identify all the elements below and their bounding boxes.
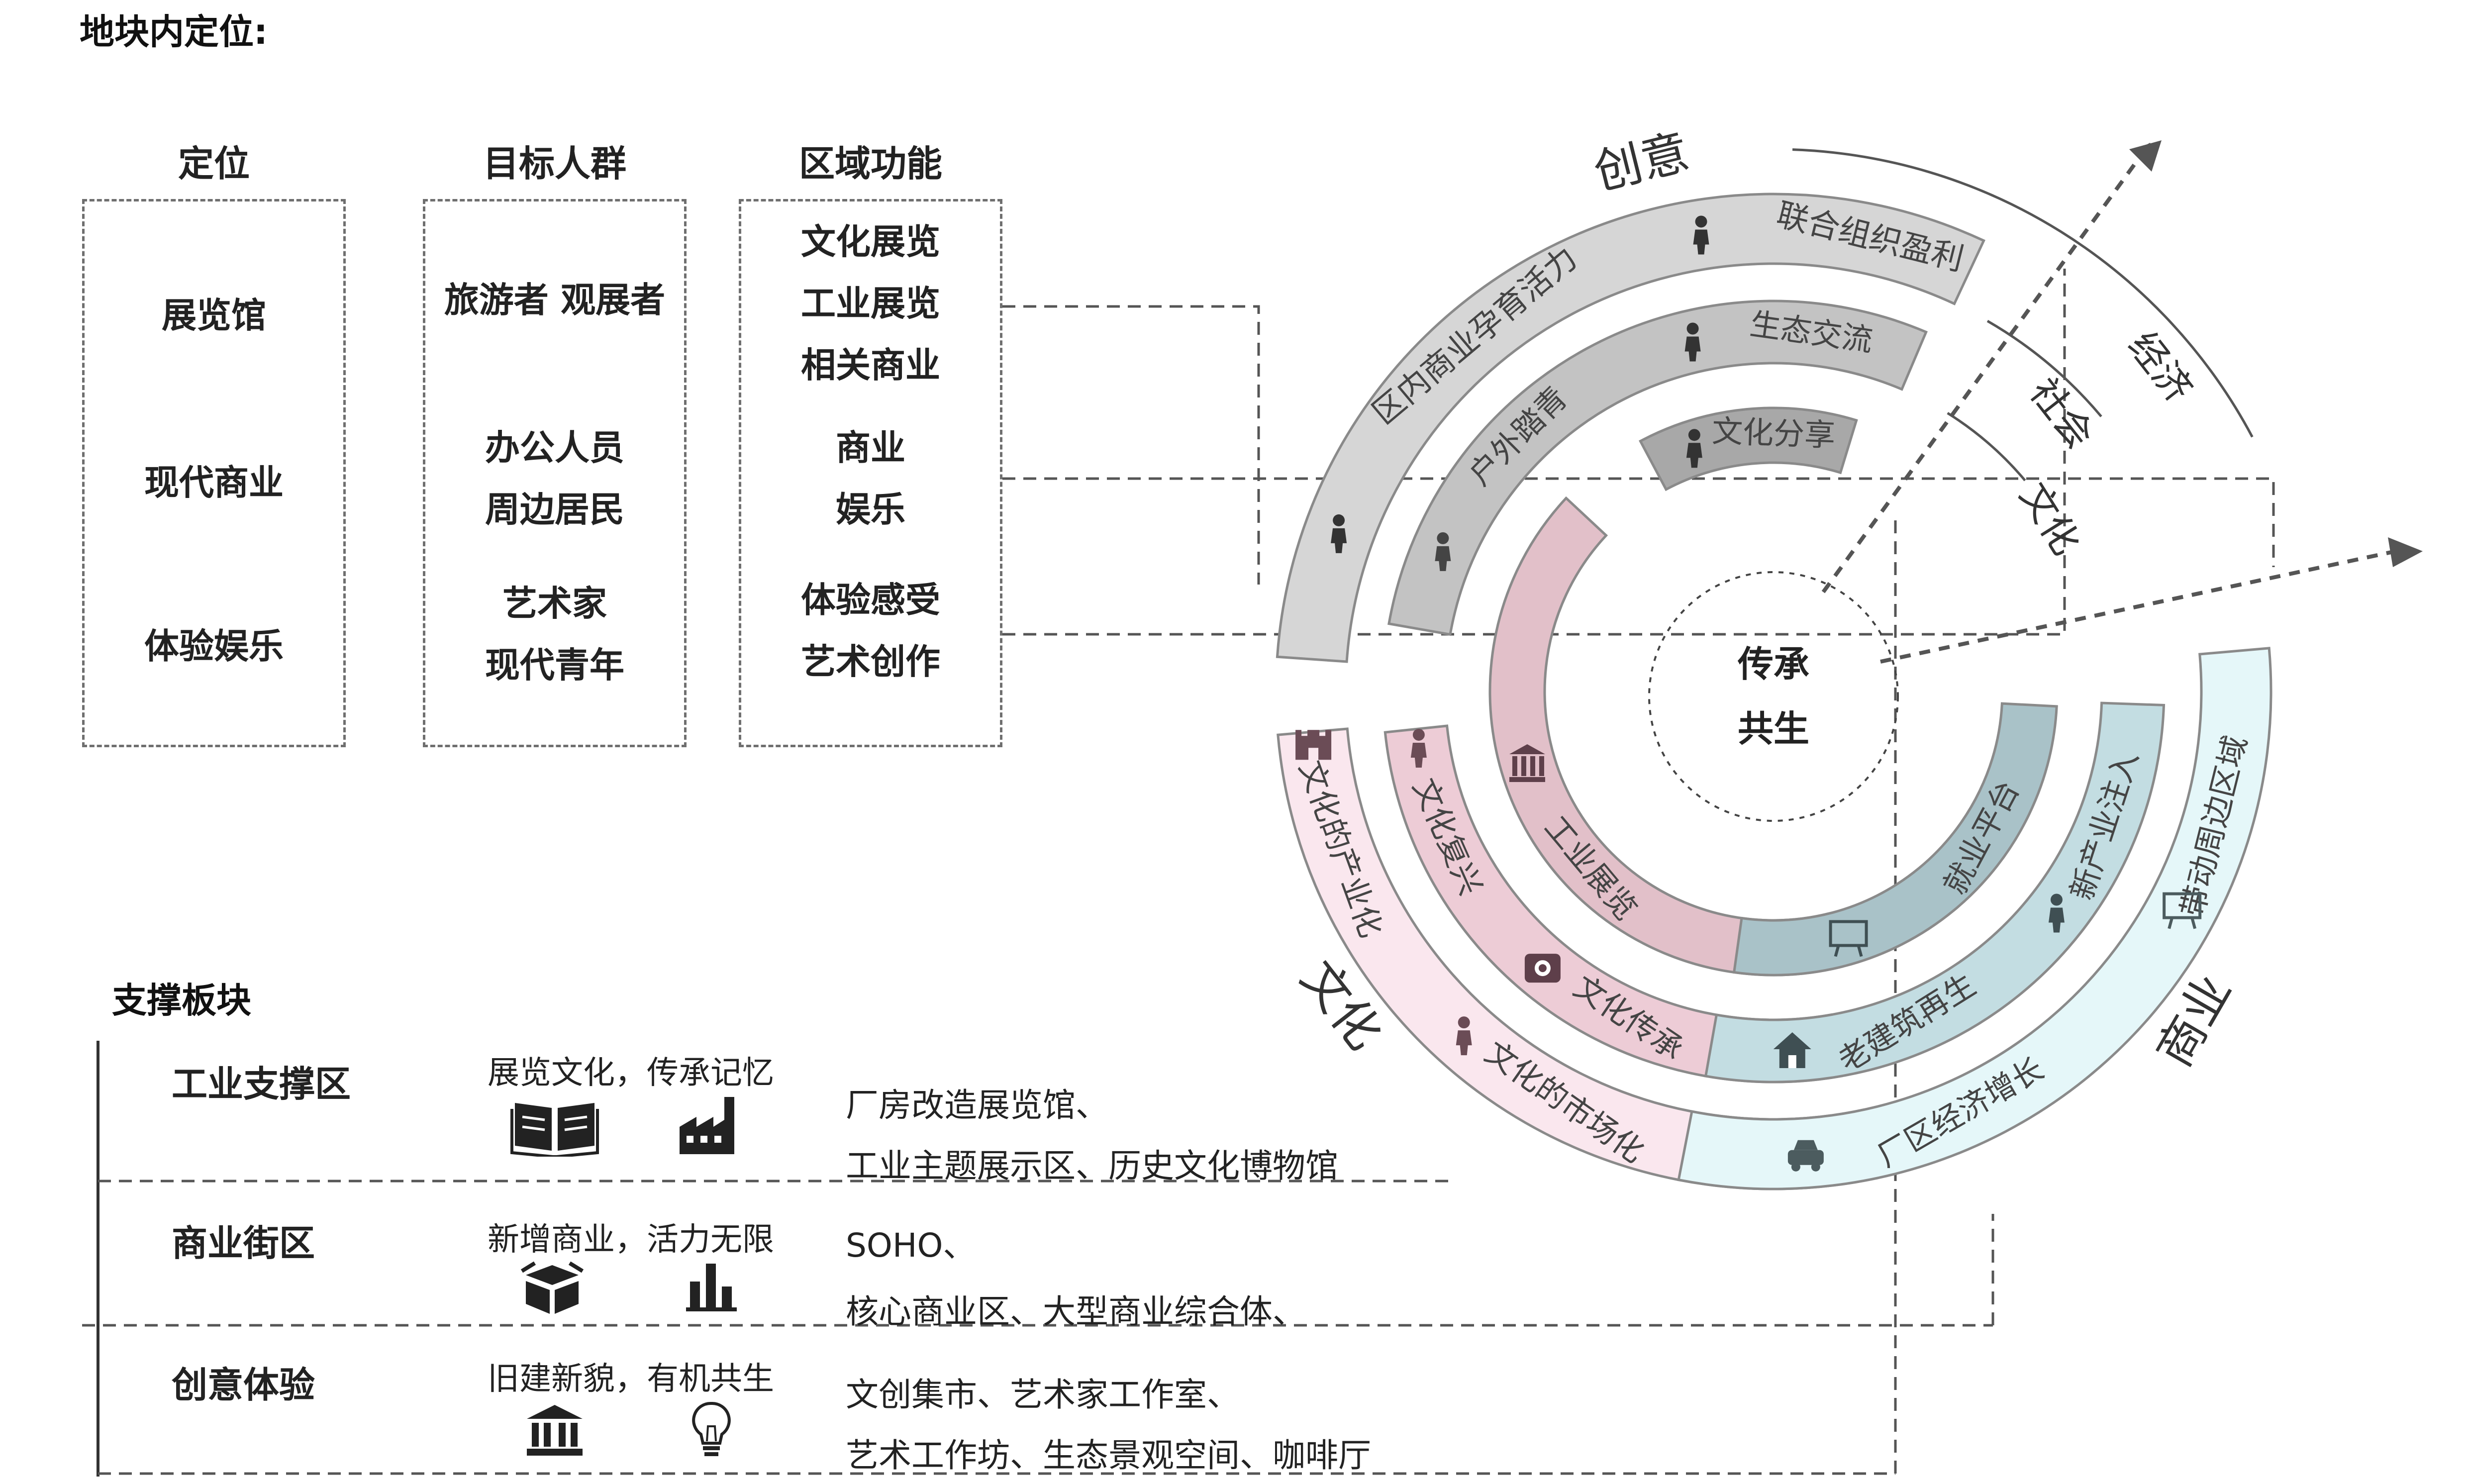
list-item: 现代青年 — [485, 645, 624, 686]
company-board-icon — [2163, 892, 2202, 929]
list-item: 商业 — [836, 427, 905, 468]
worker-icon — [1410, 728, 1427, 768]
list-item: 文化展览 — [801, 221, 940, 262]
economy-arc — [1792, 148, 2254, 438]
castle-icon — [1295, 730, 1332, 760]
list-item: 娱乐 — [836, 489, 905, 530]
label-top-inner: 文化分享 — [1711, 413, 1836, 454]
workplace-icon — [1829, 920, 1868, 957]
support-row-desc: 工业主题展示区、历史文化博物馆 — [846, 1147, 1338, 1185]
sector-label-creative: 创意 — [1588, 123, 1694, 200]
sharing-people-icon — [1686, 429, 1702, 468]
axis-label-economy: 经济 — [2120, 323, 2201, 410]
center-label: 共生 — [1738, 708, 1809, 750]
factory-icon — [680, 1097, 734, 1154]
list-item: 现代商业 — [144, 462, 284, 503]
bar-chart-icon — [686, 1264, 737, 1311]
support-row-name: 创意体验 — [172, 1364, 315, 1406]
list-item: 旅游者 观展者 — [444, 280, 666, 320]
microphone-icon — [2048, 893, 2065, 933]
column-header-target-group: 目标人群 — [483, 143, 626, 185]
column-header-function: 区域功能 — [798, 143, 942, 185]
running-person-icon — [1331, 514, 1347, 553]
ring-right-outer — [1677, 647, 2272, 1190]
support-row-desc: 艺术工作坊、生态景观空间、咖啡厅 — [846, 1436, 1371, 1475]
support-row-name: 工业支撑区 — [172, 1063, 351, 1105]
center-label: 传承 — [1737, 643, 1809, 685]
ring-right-middle — [1704, 701, 2166, 1084]
support-row-desc: 核心商业区、大型商业综合体、 — [846, 1292, 1305, 1331]
axis-label-culture: 文化 — [2011, 475, 2089, 563]
ring-top-outer — [1276, 193, 1985, 663]
axis-label-society: 社会 — [2021, 370, 2103, 457]
center-circle — [1648, 571, 1899, 822]
positioning-box — [82, 199, 346, 747]
camera-icon — [1524, 954, 1561, 983]
support-row-subtitle: 旧建新貌，有机共生 — [488, 1361, 774, 1397]
market-people-icon — [1456, 1016, 1472, 1056]
society-arc — [1986, 320, 2102, 417]
arrow-economy — [1821, 142, 2151, 594]
list-item: 艺术创作 — [801, 641, 940, 682]
support-row-subtitle: 新增商业，活力无限 — [488, 1221, 774, 1258]
support-row-name: 商业街区 — [172, 1222, 315, 1264]
meeting-icon — [1684, 322, 1701, 362]
list-item: 体验感受 — [801, 580, 940, 620]
support-row-desc: SOHO、 — [846, 1226, 976, 1265]
list-item: 周边居民 — [485, 489, 624, 530]
hiking-person-icon — [1435, 532, 1451, 571]
people-icon — [1693, 215, 1709, 255]
list-item: 艺术家 — [502, 583, 607, 624]
page-title: 地块内定位: — [80, 11, 268, 52]
support-title: 支撑板块 — [112, 980, 251, 1021]
support-row-subtitle: 展览文化，传承记忆 — [488, 1055, 774, 1091]
arrowhead-economy — [2129, 140, 2162, 172]
house-icon — [1773, 1032, 1811, 1069]
support-row-desc: 文创集市、艺术家工作室、 — [846, 1376, 1240, 1414]
arrowhead-commerce — [2388, 537, 2423, 567]
list-item: 相关商业 — [801, 345, 940, 386]
list-item: 办公人员 — [485, 427, 624, 468]
box-icon — [520, 1261, 584, 1314]
list-item: 体验娱乐 — [144, 626, 284, 667]
museum-icon — [527, 1405, 583, 1456]
support-row-desc: 厂房改造展览馆、 — [846, 1086, 1108, 1124]
function-box — [739, 199, 1002, 747]
ring-top-inner — [1639, 406, 1858, 492]
car-wash-icon — [1787, 1140, 1824, 1172]
museum-building-icon — [1509, 744, 1545, 782]
ring-top-middle — [1387, 299, 1928, 636]
book-icon — [510, 1103, 599, 1157]
ring-right-inner — [1732, 702, 2058, 977]
culture-arc — [1947, 412, 2026, 482]
arrow-commerce — [1880, 548, 2403, 664]
list-item: 展览馆 — [162, 295, 266, 336]
target-group-box — [423, 199, 687, 747]
column-header-positioning: 定位 — [178, 143, 250, 185]
lightbulb-icon — [692, 1401, 731, 1456]
list-item: 工业展览 — [801, 283, 940, 324]
